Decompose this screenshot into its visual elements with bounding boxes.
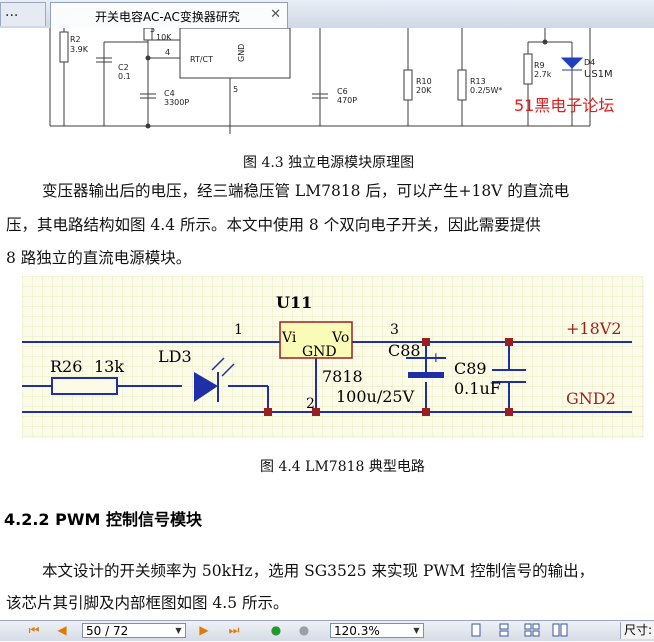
zoom-value: 120.3%	[334, 624, 380, 638]
page-number-combo[interactable]: 50 / 72 ▼	[82, 623, 186, 638]
label-c4: C4	[164, 89, 175, 98]
label-pin2: 2	[306, 396, 315, 412]
chevron-down-icon[interactable]: ▼	[175, 626, 182, 635]
facing-page-icon[interactable]	[524, 623, 540, 638]
last-page-icon[interactable]: ⏭	[228, 623, 240, 637]
label-c88-plus: +	[430, 350, 442, 366]
label-u11: U11	[276, 293, 312, 312]
label-r10-val: 20K	[416, 86, 432, 95]
label-d4: D4	[584, 58, 595, 67]
watermark-text: 51黑电子论坛	[514, 96, 614, 115]
label-r26: R26	[50, 357, 82, 376]
continuous-page-icon[interactable]	[496, 623, 512, 638]
paragraph1-line1: 变压器输出后的电压，经三端稳压管 LM7818 后，可以产生+18V 的直流电	[42, 182, 570, 200]
back-icon[interactable]: ●	[270, 623, 282, 637]
label-r26-val: 13k	[94, 357, 124, 376]
zoom-combo[interactable]: 120.3% ▼	[330, 623, 424, 638]
figure-4-3-caption: 图 4.3 独立电源模块原理图	[243, 155, 415, 171]
book-view-icon[interactable]	[552, 623, 568, 638]
label-r2-val: 3.9K	[70, 45, 89, 54]
label-c2: C2	[118, 63, 129, 72]
label-pin5: 5	[233, 85, 238, 94]
figure-4-4-caption: 图 4.4 LM7818 典型电路	[260, 459, 425, 475]
label-gnd2: GND2	[566, 389, 616, 408]
label-ic-gnd: GND	[237, 44, 246, 62]
single-page-icon[interactable]	[468, 623, 484, 638]
label-c89: C89	[454, 359, 487, 378]
paragraph2-line1: 本文设计的开关频率为 50kHz，选用 SG3525 来实现 PWM 控制信号的…	[42, 562, 595, 580]
status-bar: ⏮ ◀ 50 / 72 ▼ ▶ ⏭ ● ● 120.3% ▼ 尺寸:	[0, 620, 654, 641]
paragraph2-line2: 该芯片其引脚及内部框图如图 4.5 所示。	[6, 594, 289, 612]
label-c6: C6	[337, 87, 348, 96]
label-r-top-val: 10K	[156, 33, 172, 42]
label-c4-val: 3300P	[164, 98, 189, 107]
label-c2-val: 0.1	[118, 72, 131, 81]
page-number-value: 50 / 72	[86, 624, 129, 638]
next-page-icon[interactable]: ▶	[199, 623, 209, 637]
first-page-icon[interactable]: ⏮	[28, 623, 40, 637]
previous-page-icon[interactable]: ◀	[57, 623, 67, 637]
document-page[interactable]: R2 3.9K 10K C2 0.1 C4 3300P RT/CT GND 4 …	[0, 28, 654, 620]
paragraph1-line3: 8 路独立的直流电源模块。	[6, 249, 192, 267]
figure-4-4-schematic: U11 Vi Vo GND 1 2 3 7818 R26 13k LD3 C88…	[22, 276, 644, 438]
label-u11-gnd: GND	[302, 344, 337, 360]
label-r9: R9	[534, 61, 545, 70]
label-pin1: 1	[234, 322, 243, 338]
label-part-7818: 7818	[322, 367, 363, 386]
label-c88: C88	[388, 341, 421, 360]
label-r9-val: 2.7k	[534, 70, 552, 79]
tab-bar: ... 开关电容AC-AC变换器研究 ✕	[0, 0, 654, 29]
chevron-down-icon[interactable]: ▼	[413, 626, 420, 635]
paragraph1-line2: 压，其电路结构如图 4.4 所示。本文中使用 8 个双向电子开关，因此需要提供	[6, 216, 541, 234]
label-r13: R13	[470, 77, 486, 86]
label-c89-val: 0.1uF	[454, 379, 501, 398]
section-heading: 4.2.2 PWM 控制信号模块	[4, 510, 202, 529]
tab-title: 开关电容AC-AC变换器研究	[95, 10, 240, 24]
label-r10: R10	[416, 77, 432, 86]
label-pin-top: 3	[150, 28, 155, 34]
size-label: 尺寸:	[620, 622, 654, 639]
tab-overflow-button[interactable]: ...	[0, 2, 46, 26]
label-ld3: LD3	[158, 347, 192, 366]
label-plus18v2: +18V2	[566, 319, 622, 338]
label-rtct: RT/CT	[190, 55, 213, 64]
tab-document[interactable]: 开关电容AC-AC变换器研究 ✕	[50, 2, 288, 28]
label-c6-val: 470P	[337, 96, 357, 105]
label-pin4: 4	[165, 48, 170, 57]
label-pin3: 3	[390, 322, 399, 338]
label-r2: R2	[70, 35, 81, 44]
label-vo: Vo	[331, 330, 349, 346]
label-c88-val: 100u/25V	[336, 387, 415, 406]
label-d4-val: US1M	[584, 69, 613, 80]
label-r13-val: 0.2/5W*	[470, 86, 502, 95]
tab-close-icon[interactable]: ✕	[270, 7, 281, 22]
forward-icon[interactable]: ●	[298, 623, 310, 637]
label-vi: Vi	[281, 330, 297, 346]
figure-4-3-schematic: R2 3.9K 10K C2 0.1 C4 3300P RT/CT GND 4 …	[49, 28, 614, 134]
